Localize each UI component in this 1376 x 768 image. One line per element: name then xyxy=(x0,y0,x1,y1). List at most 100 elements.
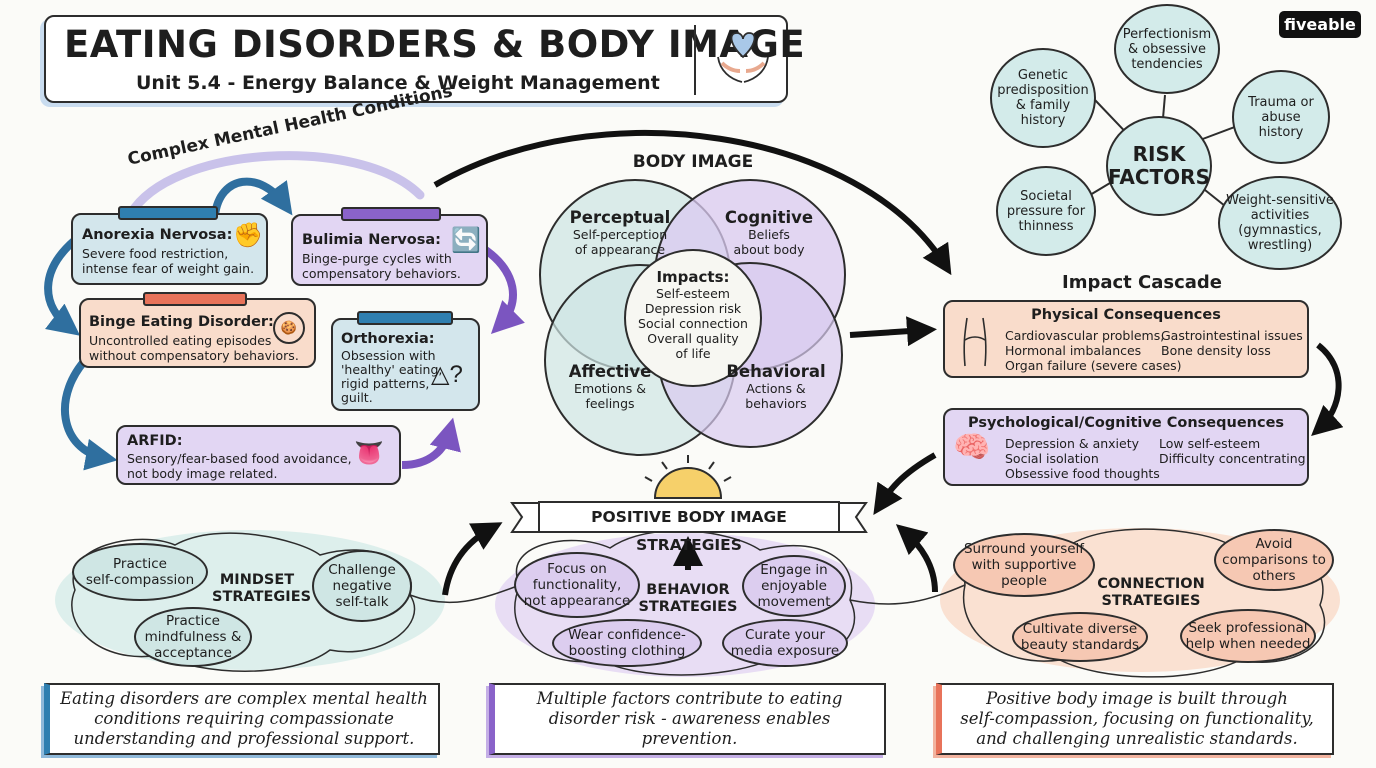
behavior-item-1-text: Focus on functionality, not appearance xyxy=(523,561,631,609)
physical-list-2: Gastrointestinal issues Bone density los… xyxy=(1161,328,1303,358)
risk-bubble-trauma: Trauma or abuse history xyxy=(1232,70,1330,164)
mindset-item-2-text: Challenge negative self-talk xyxy=(328,562,396,610)
mindset-item-mindfulness: Practice mindfulness & acceptance xyxy=(134,607,252,667)
strategies-banner: POSITIVE BODY IMAGE STRATEGIES xyxy=(538,501,840,554)
anorexia-card: Anorexia Nervosa: Severe food restrictio… xyxy=(71,206,268,285)
cascade-title: Impact Cascade xyxy=(1062,272,1223,293)
anorexia-tab xyxy=(118,206,218,220)
food-pyramid-icon: △? xyxy=(431,361,463,388)
footer-card-2: Multiple factors contribute to eating di… xyxy=(489,683,886,755)
impacts-label: Impacts: Self-esteem Depression risk Soc… xyxy=(628,268,758,361)
perceptual-name: Perceptual xyxy=(569,208,671,227)
binge-tab xyxy=(143,292,247,306)
psych-list-1: Depression & anxiety Social isolation Ob… xyxy=(1005,436,1160,481)
risk-bubble-perfectionism: Perfectionism & obsessive tendencies xyxy=(1114,4,1220,94)
body-icon xyxy=(955,314,995,370)
mindset-item-3-text: Practice mindfulness & acceptance xyxy=(144,613,242,661)
sun-icon xyxy=(653,467,723,499)
mindset-item-1-text: Practice self-compassion xyxy=(85,556,195,588)
affective-name: Affective xyxy=(568,362,652,381)
impacts-name: Impacts: xyxy=(656,268,730,286)
behavior-item-2-text: Engage in enjoyable movement xyxy=(757,562,831,610)
psych-card: Psychological/Cognitive Consequences 🧠 D… xyxy=(943,408,1309,486)
connection-item-4-text: Seek professional help when needed xyxy=(1185,620,1311,652)
perceptual-desc: Self-perception of appearance xyxy=(572,227,668,257)
body-image-title: BODY IMAGE xyxy=(632,152,754,172)
plate-icon: 🍪 xyxy=(273,312,305,344)
physical-title: Physical Consequences xyxy=(1031,307,1221,323)
anorexia-name: Anorexia Nervosa: xyxy=(82,227,233,243)
bulimia-name: Bulimia Nervosa: xyxy=(302,232,441,248)
arfid-card: ARFID: Sensory/fear-based food avoidance… xyxy=(116,425,401,485)
behavioral-name: Behavioral xyxy=(726,362,826,381)
connection-item-3-text: Cultivate diverse beauty standards xyxy=(1020,621,1140,653)
risk-trauma-text: Trauma or abuse history xyxy=(1248,94,1314,140)
behavior-item-functionality: Focus on functionality, not appearance xyxy=(514,552,640,618)
behavioral-label: Behavioral Actions & behaviors xyxy=(722,362,830,411)
affective-label: Affective Emotions & feelings xyxy=(560,362,660,411)
binge-name: Binge Eating Disorder: xyxy=(89,314,274,330)
venn-impacts-circle xyxy=(624,249,762,387)
heart-hands-icon xyxy=(710,27,776,93)
brain-heart-icon: 🧠 xyxy=(953,431,991,464)
cognitive-name: Cognitive xyxy=(724,208,814,227)
header-divider xyxy=(694,25,696,95)
connection-item-2-text: Avoid comparisons to others xyxy=(1222,536,1326,584)
risk-weight-text: Weight-sensitive activities (gymnastics,… xyxy=(1226,193,1334,253)
footer-card-3: Positive body image is built through sel… xyxy=(936,683,1334,755)
orthorexia-name: Orthorexia: xyxy=(341,331,435,347)
risk-bubble-weight: Weight-sensitive activities (gymnastics,… xyxy=(1218,176,1342,270)
anorexia-desc: Severe food restriction, intense fear of… xyxy=(82,246,255,276)
orthorexia-card: Orthorexia: Obsession with 'healthy' eat… xyxy=(331,311,480,411)
connection-item-diverse: Cultivate diverse beauty standards xyxy=(1012,612,1148,662)
page-subtitle: Unit 5.4 - Energy Balance & Weight Manag… xyxy=(136,72,660,94)
orthorexia-tab xyxy=(357,311,453,325)
impacts-desc: Self-esteem Depression risk Social conne… xyxy=(638,286,748,361)
behavioral-desc: Actions & behaviors xyxy=(745,381,807,411)
psych-list-2: Low self-esteem Difficulty concentrating xyxy=(1159,436,1306,466)
behavior-item-media: Curate your media exposure xyxy=(722,619,848,667)
footer-text-3: Positive body image is built through sel… xyxy=(960,689,1314,748)
risk-bubble-genetic: Genetic predisposition & family history xyxy=(990,48,1096,148)
mouth-icon: 👅 xyxy=(354,440,384,467)
physical-list-1: Cardiovascular problems, Hormonal imbala… xyxy=(1005,328,1182,373)
footer-text-1: Eating disorders are complex mental heal… xyxy=(60,689,428,748)
behavior-item-movement: Engage in enjoyable movement xyxy=(742,555,846,617)
risk-factors-center: RISK FACTORS xyxy=(1106,116,1212,216)
fist-icon: ✊ xyxy=(233,222,263,249)
page-title: EATING DISORDERS & BODY IMAGE xyxy=(64,23,806,66)
risk-societal-text: Societal pressure for thinness xyxy=(1006,188,1086,234)
connection-item-1-text: Surround yourself with supportive people xyxy=(963,541,1085,589)
risk-factors-center-text: RISK FACTORS xyxy=(1108,142,1210,189)
cognitive-desc: Beliefs about body xyxy=(733,227,805,257)
psych-title: Psychological/Cognitive Consequences xyxy=(967,415,1285,431)
cycle-icon: 🔄 xyxy=(451,227,481,254)
risk-bubble-societal: Societal pressure for thinness xyxy=(996,166,1096,256)
risk-perfectionism-text: Perfectionism & obsessive tendencies xyxy=(1122,26,1212,72)
bulimia-desc: Binge-purge cycles with compensatory beh… xyxy=(302,251,461,281)
behavior-item-4-text: Curate your media exposure xyxy=(730,627,840,659)
mindset-label: MINDSET STRATEGIES xyxy=(212,572,312,605)
perceptual-label: Perceptual Self-perception of appearance xyxy=(560,208,680,257)
cognitive-label: Cognitive Beliefs about body xyxy=(716,208,822,257)
footer-card-1: Eating disorders are complex mental heal… xyxy=(44,683,440,755)
connection-item-comparisons: Avoid comparisons to others xyxy=(1214,529,1334,591)
risk-genetic-text: Genetic predisposition & family history xyxy=(997,68,1089,128)
affective-desc: Emotions & feelings xyxy=(574,381,646,411)
bulimia-tab xyxy=(341,207,441,221)
behavior-item-3-text: Wear confidence- boosting clothing xyxy=(568,627,686,659)
mindset-item-self-compassion: Practice self-compassion xyxy=(72,543,208,601)
connection-item-professional: Seek professional help when needed xyxy=(1180,609,1316,663)
behavior-item-clothing: Wear confidence- boosting clothing xyxy=(552,619,702,667)
orthorexia-desc: Obsession with 'healthy' eating, rigid p… xyxy=(341,348,443,405)
connection-label: CONNECTION STRATEGIES xyxy=(1097,576,1205,609)
footer-text-2: Multiple factors contribute to eating di… xyxy=(536,689,843,748)
arfid-name: ARFID: xyxy=(127,433,183,449)
binge-card: Binge Eating Disorder: Uncontrolled eati… xyxy=(79,292,316,368)
behavior-label: BEHAVIOR STRATEGIES xyxy=(638,582,738,615)
bulimia-card: Bulimia Nervosa: Binge-purge cycles with… xyxy=(291,207,488,286)
brand-logo: fiveable xyxy=(1279,11,1361,38)
binge-desc: Uncontrolled eating episodes without com… xyxy=(89,333,299,363)
physical-card: Physical Consequences Cardiovascular pro… xyxy=(943,300,1309,378)
mindset-item-challenge: Challenge negative self-talk xyxy=(312,550,412,622)
